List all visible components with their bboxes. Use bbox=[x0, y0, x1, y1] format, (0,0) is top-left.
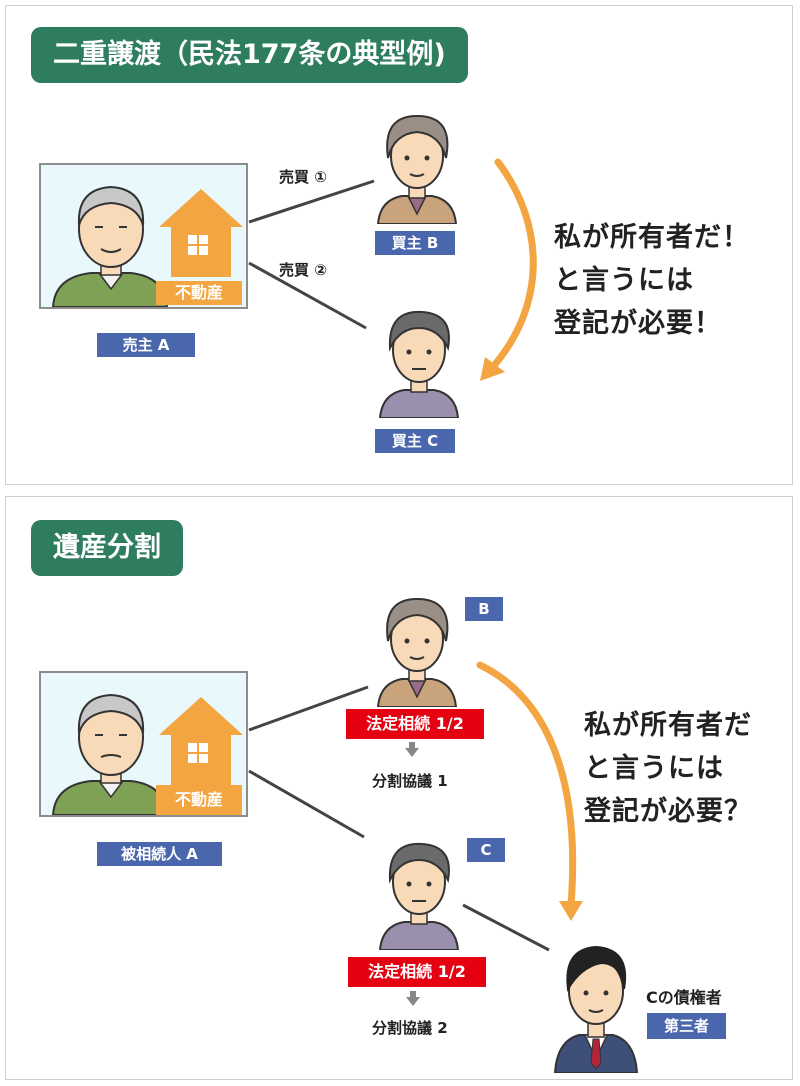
sale2-label: 売買 ② bbox=[279, 261, 327, 279]
seller-frame: 不動産 bbox=[39, 163, 248, 309]
relationship-lines bbox=[248, 661, 583, 952]
down-arrow-icon bbox=[406, 997, 420, 1006]
sale1-line bbox=[248, 179, 375, 224]
buyer-b-badge: 買主 B bbox=[375, 231, 455, 255]
property-label: 不動産 bbox=[156, 281, 242, 305]
buyer-c-badge: 買主 C bbox=[375, 429, 455, 453]
heir-b-badge: B bbox=[465, 597, 503, 621]
transfer-arrow-curve bbox=[488, 158, 537, 372]
sale2-line bbox=[248, 261, 367, 330]
heir-c-line bbox=[248, 769, 365, 839]
heir-b-statutory-badge: 法定相続 1/2 bbox=[346, 709, 484, 739]
panel-title: 遺産分割 bbox=[31, 520, 183, 576]
seller-badge: 売主 A bbox=[97, 333, 195, 357]
decedent-badge: 被相続人 A bbox=[97, 842, 222, 866]
relationship-lines bbox=[248, 158, 537, 381]
heir-b-line bbox=[248, 685, 369, 732]
panel-title: 二重譲渡（民法177条の典型例) bbox=[31, 27, 468, 83]
third-party-badge: 第三者 bbox=[647, 1013, 726, 1039]
claim-arrow-curve bbox=[476, 661, 577, 909]
heir-b-person-icon bbox=[376, 597, 458, 707]
transfer-arrow-head bbox=[480, 357, 505, 381]
top-message: 私が所有者だ！ と言うには 登記が必要！ bbox=[554, 216, 750, 345]
heir-c-person-icon bbox=[378, 842, 460, 950]
property-label: 不動産 bbox=[156, 785, 242, 815]
buyer-b-person-icon bbox=[376, 114, 458, 224]
message-line-2: と言うには bbox=[554, 265, 694, 296]
down-arrow-icon bbox=[409, 742, 415, 748]
buyer-c-person-icon bbox=[378, 310, 460, 418]
heir-c-division-label: 分割協議 2 bbox=[372, 1019, 448, 1037]
down-arrow-icon bbox=[410, 991, 416, 997]
elderly-man-icon bbox=[51, 693, 243, 815]
heir-c-statutory-badge: 法定相続 1/2 bbox=[348, 957, 486, 987]
decedent-frame: 不動産 bbox=[39, 671, 248, 817]
creditor-label: Cの債権者 bbox=[646, 988, 722, 1007]
heir-c-badge: C bbox=[467, 838, 505, 862]
message-line-3: 登記が必要！ bbox=[554, 308, 722, 339]
message-line-1: 私が所有者だ！ bbox=[554, 222, 750, 253]
claim-arrow-head bbox=[559, 901, 583, 921]
businessman-person-icon bbox=[553, 945, 639, 1073]
message-line-3: 登記が必要？ bbox=[584, 796, 752, 827]
down-arrow-icon bbox=[405, 748, 419, 757]
sale1-label: 売買 ① bbox=[279, 168, 327, 186]
bottom-message: 私が所有者だ と言うには 登記が必要？ bbox=[584, 704, 752, 833]
creditor-line bbox=[462, 903, 550, 952]
double-transfer-panel: 二重譲渡（民法177条の典型例) 不動産 bbox=[5, 5, 793, 485]
message-line-2: と言うには bbox=[584, 753, 724, 784]
heir-b-division-label: 分割協議 1 bbox=[372, 772, 448, 790]
message-line-1: 私が所有者だ bbox=[584, 710, 752, 741]
inheritance-division-panel: 遺産分割 不動産 被相続人 A bbox=[5, 496, 793, 1080]
